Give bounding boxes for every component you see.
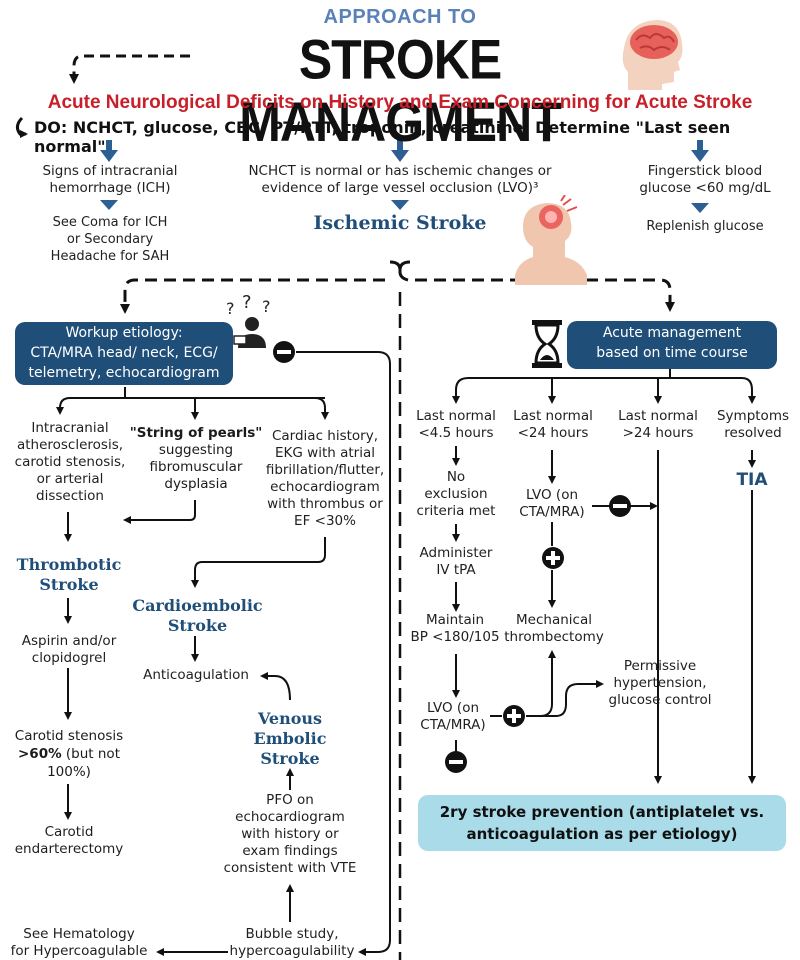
confused-person-icon: ? ? ? <box>222 292 280 352</box>
aspirin-clopidogrel: Aspirin and/or clopidogrel <box>21 633 117 666</box>
no-exclusion-criteria: No exclusion criteria met <box>416 469 496 519</box>
workup-etiology-box: Workup etiology: CTA/MRA head/ neck, ECG… <box>15 322 233 385</box>
carotid-post: (but not 100%) <box>47 746 120 780</box>
secondary-prevention-box: 2ry stroke prevention (antiplatelet vs. … <box>418 795 786 851</box>
cardioembolic-stroke-label: Cardioembolic Stroke <box>132 596 263 635</box>
time-lt-4-5h: Last normal <4.5 hours <box>408 408 504 442</box>
nchct-branch: NCHCT is normal or has ischemic changes … <box>248 163 552 196</box>
ich-branch: Signs of intracranial hemorrhage (ICH) <box>42 163 178 196</box>
plus-circle-icon <box>541 546 565 570</box>
time-lt-24h-text: Last normal <24 hours <box>513 408 593 441</box>
administer-tpa: Administer IV tPA <box>419 545 493 578</box>
carotid-stenosis-criteria: Carotid stenosis >60% (but not 100%) <box>2 727 136 781</box>
minus-circle-icon <box>608 494 632 518</box>
symptoms-resolved: Symptoms resolved <box>708 408 798 442</box>
svg-text:?: ? <box>226 299 235 318</box>
time-lt-4-5h-text: Last normal <4.5 hours <box>416 408 496 441</box>
venous-embolic-stroke-label: Venous Embolic Stroke <box>253 709 327 768</box>
symptoms-resolved-text: Symptoms resolved <box>716 408 789 441</box>
carotid-endarterectomy: Carotid endarterectomy <box>14 824 124 857</box>
ischemic-stroke-label: Ischemic Stroke <box>313 212 487 234</box>
ischemic-brace <box>389 260 411 282</box>
lvo-check-4-5h: LVO (on CTA/MRA) <box>420 700 486 733</box>
see-hematology: See Hematology for Hypercoagulable <box>10 926 148 959</box>
ischemic-split-left <box>120 278 385 314</box>
plus-circle-icon <box>502 704 526 728</box>
minus-circle-icon <box>444 750 468 774</box>
glucose-action: Replenish glucose <box>646 219 764 234</box>
title-kicker: APPROACH TO <box>323 6 477 28</box>
etiology-fibromuscular: "String of pearls" suggesting fibromuscu… <box>126 425 266 493</box>
brain-head-icon <box>618 12 688 92</box>
pfo-echocardiogram: PFO on echocardiogram with history or ex… <box>223 792 357 876</box>
permissive-hypertension: Permissive hypertension, glucose control <box>608 658 712 708</box>
string-of-pearls-label: "String of pearls" <box>129 425 263 441</box>
fibromuscular-text: suggesting fibromuscular dysplasia <box>149 442 243 492</box>
time-lt-24h: Last normal <24 hours <box>505 408 601 442</box>
head-pain-icon <box>505 194 595 285</box>
etiology-cardiac: Cardiac history, EKG with atrial fibrill… <box>265 428 385 529</box>
svg-text:?: ? <box>242 292 252 313</box>
time-gt-24h-text: Last normal >24 hours <box>618 408 698 441</box>
page-subtitle: Acute Neurological Deficits on History a… <box>47 92 753 113</box>
initial-workup-line: DO: NCHCT, glucose, CBC, PT/PTT, troponi… <box>34 118 731 156</box>
page-title: STROKE MANAGMENT <box>239 28 562 154</box>
ischemic-split-right <box>415 278 675 312</box>
time-gt-24h: Last normal >24 hours <box>610 408 706 442</box>
carotid-threshold: >60% <box>17 746 62 762</box>
bubble-study: Bubble study, hypercoagulability <box>229 926 355 959</box>
branch-blue-arrows <box>100 140 709 162</box>
svg-text:?: ? <box>262 297 271 316</box>
do-curved-arrow <box>15 116 28 138</box>
title-dashed-arrow <box>69 54 190 84</box>
ich-action: See Coma for ICH or Secondary Headache f… <box>50 215 170 264</box>
carotid-pre: Carotid stenosis <box>14 728 124 744</box>
hourglass-icon <box>530 320 564 368</box>
maintain-bp: Maintain BP <180/105 <box>410 612 500 645</box>
tia-label: TIA <box>736 470 768 490</box>
anticoagulation-label: Anticoagulation <box>143 667 249 683</box>
minus-circle-icon <box>272 340 296 364</box>
thrombotic-stroke-label: Thrombotic Stroke <box>16 555 122 594</box>
acute-management-box: Acute management based on time course <box>567 321 777 369</box>
branch-chevrons <box>100 200 709 213</box>
lvo-check-24h: LVO (on CTA/MRA) <box>519 487 585 520</box>
glucose-branch: Fingerstick blood glucose <60 mg/dL <box>639 163 771 196</box>
etiology-atherosclerosis: Intracranial atherosclerosis, carotid st… <box>14 420 126 504</box>
mechanical-thrombectomy: Mechanical thrombectomy <box>504 612 604 645</box>
